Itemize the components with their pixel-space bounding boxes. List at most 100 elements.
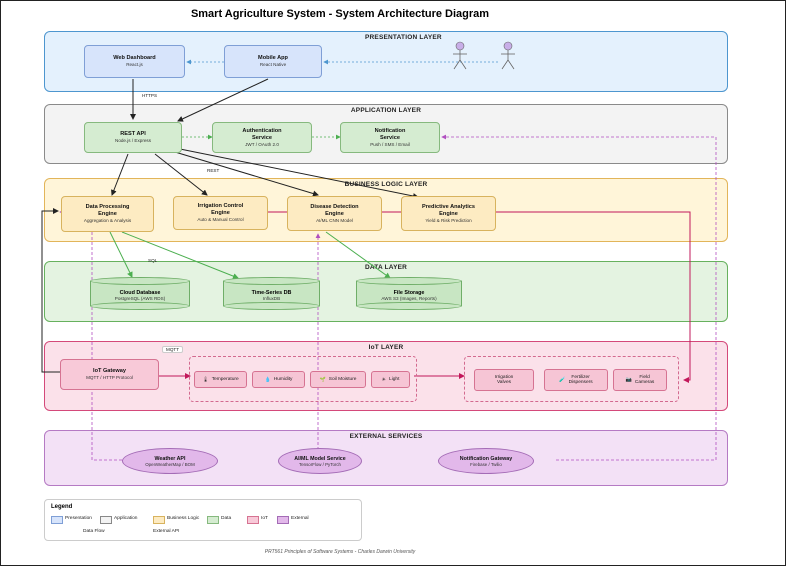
legend-swatch-application bbox=[100, 516, 112, 524]
timeseries-db-sub: InfluxDB bbox=[262, 296, 281, 301]
mobile-to-rest-edge bbox=[177, 78, 269, 122]
legend-panel: Legend Presentation Application Business L… bbox=[44, 499, 362, 541]
data-processing-title: Data Processing Engine bbox=[85, 204, 130, 218]
data-layer-title: DATA LAYER bbox=[364, 264, 408, 271]
cloud-database-cylinder[interactable]: Cloud Database PostgreSQL (AWS RDS) bbox=[90, 277, 190, 310]
file-storage-sub: AWS S3 (Images, Reports) bbox=[381, 296, 437, 301]
thermometer-icon: 🌡 bbox=[202, 376, 209, 383]
sensor-temperature[interactable]: 🌡Temperature bbox=[194, 371, 247, 388]
admin-actor-icon bbox=[501, 41, 515, 70]
data-processing-sub: Aggregation & Analysis bbox=[83, 218, 132, 223]
irrigation-control-title: Irrigation Control Engine bbox=[197, 203, 244, 217]
notification-gateway-sub: Firebase / Twilio bbox=[470, 461, 502, 467]
processing-to-tsdb-edge bbox=[121, 231, 239, 279]
legend-label-iot: IoT bbox=[261, 516, 268, 521]
business-layer-title: BUSINESS LOGIC LAYER bbox=[344, 181, 428, 188]
weather-to-processing-edge bbox=[59, 209, 122, 461]
rest-to-irrigation-edge bbox=[154, 153, 208, 196]
weather-api-sub: OpenWeatherMap / BOM bbox=[145, 461, 195, 467]
diagram-title: Smart Agriculture System - System Archit… bbox=[190, 8, 490, 20]
sensor-humidity[interactable]: 💧Humidity bbox=[252, 371, 305, 388]
gateway-to-processing-edge bbox=[41, 208, 60, 373]
actuator-cameras[interactable]: 📷Field Cameras bbox=[613, 369, 667, 391]
fertilizer-icon: 🧪 bbox=[559, 377, 566, 383]
web-dashboard-box[interactable]: Web Dashboard React.js bbox=[84, 45, 185, 78]
legend-title: Legend bbox=[51, 504, 73, 510]
legend-swatch-external bbox=[277, 516, 289, 524]
sensor-soil-moisture[interactable]: 🌱Soil Moisture bbox=[310, 371, 366, 388]
presentation-layer-title: PRESENTATION LAYER bbox=[365, 34, 442, 41]
notification-service-box[interactable]: Notification Service Push / SMS / Email bbox=[340, 122, 440, 153]
notification-gateway-title: Notification Gateway bbox=[459, 455, 513, 462]
iot-gateway-sub: MQTT / HTTP Protocol bbox=[86, 375, 133, 380]
edge-label-sql: SQL bbox=[148, 258, 158, 263]
edge-label-https: HTTPS bbox=[142, 93, 158, 98]
web-dashboard-title: Web Dashboard bbox=[113, 55, 156, 62]
cloud-database-sub: PostgreSQL (AWS RDS) bbox=[114, 296, 166, 301]
actuator-valves-label: Irrigation Valves bbox=[494, 375, 514, 385]
soil-icon: 🌱 bbox=[319, 376, 326, 383]
mobile-app-sub: React Native bbox=[259, 62, 287, 67]
gateway-to-notification-edge bbox=[441, 134, 717, 461]
weather-api-cloud[interactable]: Weather API OpenWeatherMap / BOM bbox=[122, 448, 218, 474]
cloud-database-title: Cloud Database bbox=[119, 290, 161, 296]
predictive-analytics-box[interactable]: Predictive Analytics Engine Yield & Risk… bbox=[401, 196, 496, 231]
legend-api-label: External API bbox=[153, 529, 180, 534]
weather-api-title: Weather API bbox=[154, 455, 186, 462]
mobile-app-title: Mobile App bbox=[258, 55, 288, 62]
irrigation-control-sub: Auto & Manual Control bbox=[197, 217, 244, 222]
auth-service-title: Authentication Service bbox=[242, 127, 282, 141]
aiml-service-sub: TensorFlow / PyTorch bbox=[299, 461, 341, 467]
sensor-humidity-label: Humidity bbox=[273, 377, 293, 382]
disease-detection-sub: AI/ML CNN Model bbox=[316, 217, 353, 223]
legend-label-application: Application bbox=[114, 516, 138, 521]
file-storage-cylinder[interactable]: File Storage AWS S3 (Images, Reports) bbox=[356, 277, 462, 310]
actuator-irrigation-valves[interactable]: Irrigation Valves bbox=[474, 369, 534, 391]
rest-api-box[interactable]: REST API Node.js / Express bbox=[84, 122, 182, 153]
aiml-service-cloud[interactable]: AI/ML Model Service TensorFlow / PyTorch bbox=[278, 448, 362, 474]
legend-label-external: External bbox=[291, 516, 309, 521]
edge-label-mqtt: MQTT bbox=[162, 346, 184, 353]
sensor-light[interactable]: ☀Light bbox=[371, 371, 410, 388]
data-processing-box[interactable]: Data Processing Engine Aggregation & Ana… bbox=[61, 196, 154, 232]
auth-service-sub: JWT / OAuth 2.0 bbox=[245, 141, 279, 147]
legend-swatch-iot bbox=[247, 516, 259, 524]
predictive-analytics-sub: Yield & Risk Prediction bbox=[425, 217, 472, 223]
footer-credit: PRT561 Principles of Software Systems - … bbox=[264, 549, 416, 555]
sun-icon: ☀ bbox=[381, 376, 387, 383]
droplet-icon: 💧 bbox=[264, 376, 271, 383]
application-layer-title: APPLICATION LAYER bbox=[350, 107, 422, 114]
timeseries-db-cylinder[interactable]: Time-Series DB InfluxDB bbox=[223, 277, 320, 310]
legend-label-presentation: Presentation bbox=[65, 516, 92, 521]
disease-to-storage-edge bbox=[325, 231, 391, 279]
disease-detection-title: Disease Detection Engine bbox=[310, 203, 359, 217]
camera-icon: 📷 bbox=[625, 377, 632, 383]
disease-detection-box[interactable]: Disease Detection Engine AI/ML CNN Model bbox=[287, 196, 382, 231]
rest-api-sub: Node.js / Express bbox=[115, 138, 151, 143]
notification-gateway-cloud[interactable]: Notification Gateway Firebase / Twilio bbox=[438, 448, 534, 474]
edge-label-rest: REST bbox=[207, 168, 220, 173]
iot-gateway-title: IoT Gateway bbox=[93, 368, 126, 375]
mobile-app-box[interactable]: Mobile App React Native bbox=[224, 45, 322, 78]
legend-label-data: Data bbox=[221, 516, 232, 521]
irrigation-control-box[interactable]: Irrigation Control Engine Auto & Manual … bbox=[173, 196, 268, 230]
auth-service-box[interactable]: Authentication Service JWT / OAuth 2.0 bbox=[212, 122, 312, 153]
actuators-group bbox=[464, 356, 679, 402]
iot-gateway-box[interactable]: IoT Gateway MQTT / HTTP Protocol bbox=[60, 359, 159, 390]
legend-swatch-business-logic bbox=[153, 516, 165, 524]
processing-to-clouddb-edge bbox=[109, 231, 133, 278]
external-layer-title: EXTERNAL SERVICES bbox=[349, 433, 423, 440]
legend-swatch-data bbox=[207, 516, 219, 524]
file-storage-title: File Storage bbox=[393, 290, 425, 296]
irrigation-to-actuators-edge bbox=[268, 211, 691, 383]
actuator-fertilizer[interactable]: 🧪Fertilizer Dispensers bbox=[544, 369, 608, 391]
notification-service-title: Notification Service bbox=[374, 127, 406, 141]
legend-label-business-logic: Business Logic bbox=[167, 516, 200, 521]
rest-to-processing-edge bbox=[111, 153, 129, 196]
sensor-light-label: Light bbox=[389, 377, 400, 382]
rest-to-disease-edge bbox=[174, 151, 319, 197]
timeseries-db-title: Time-Series DB bbox=[251, 290, 292, 296]
sensor-temperature-label: Temperature bbox=[211, 377, 239, 382]
predictive-analytics-title: Predictive Analytics Engine bbox=[422, 203, 475, 217]
